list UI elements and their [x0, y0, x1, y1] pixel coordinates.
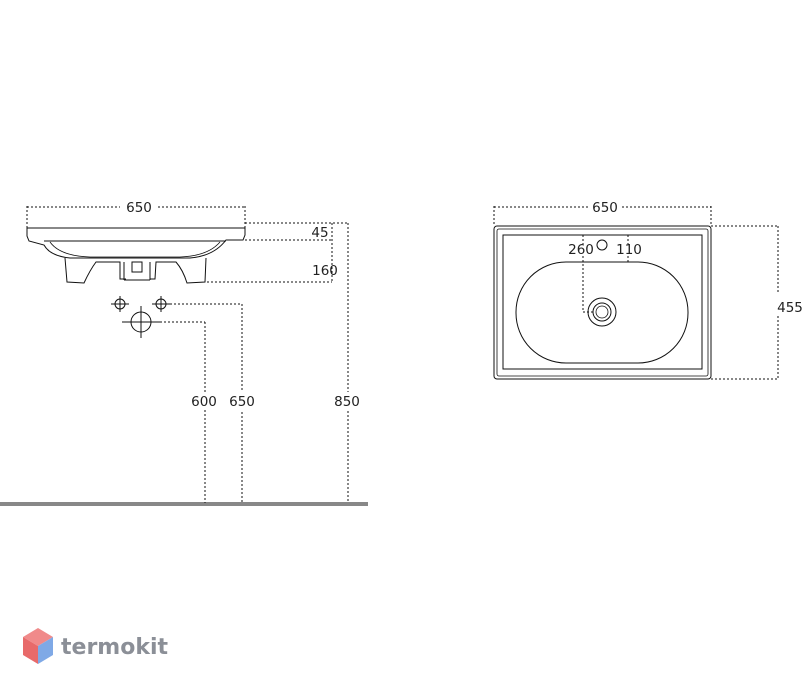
- logo-cube-right: [38, 637, 53, 664]
- faucet-hole: [596, 239, 608, 251]
- drain-core: [595, 305, 609, 319]
- drain-height-label: 650: [229, 394, 255, 410]
- basin-side-profile: [26, 227, 246, 259]
- top-width-label: 650: [592, 200, 618, 216]
- basin-outer-edge: [493, 225, 712, 380]
- side-view: [0, 206, 368, 506]
- side-width-dimension: [26, 206, 246, 228]
- termokit-logo: [23, 628, 53, 664]
- total-height-label: 850: [334, 394, 360, 410]
- top-view: [493, 206, 779, 380]
- depth-label: 160: [312, 263, 338, 279]
- height-dimensions: [160, 303, 243, 503]
- logo-cube-left: [23, 637, 38, 664]
- faucet-offset-label: 260: [568, 242, 594, 258]
- top-dimensions: [493, 206, 779, 380]
- inlet-height-label: 600: [191, 394, 217, 410]
- faucet-spacing-label: 110: [616, 242, 642, 258]
- watermark-text: termokit: [61, 635, 168, 660]
- side-width-label: 650: [126, 200, 152, 216]
- rim-depth-dimensions: [207, 222, 349, 503]
- top-depth-label: 455: [777, 300, 803, 316]
- basin-deck: [502, 234, 703, 370]
- drain-tail: [131, 261, 143, 273]
- rim-height-label: 45: [311, 225, 328, 241]
- left-foot: [64, 257, 126, 284]
- basin-outer-edge-inner: [496, 228, 709, 377]
- wall-connections: [111, 296, 170, 338]
- bowl-oval: [515, 261, 689, 364]
- bowl-curve: [49, 241, 221, 258]
- right-foot: [150, 257, 207, 284]
